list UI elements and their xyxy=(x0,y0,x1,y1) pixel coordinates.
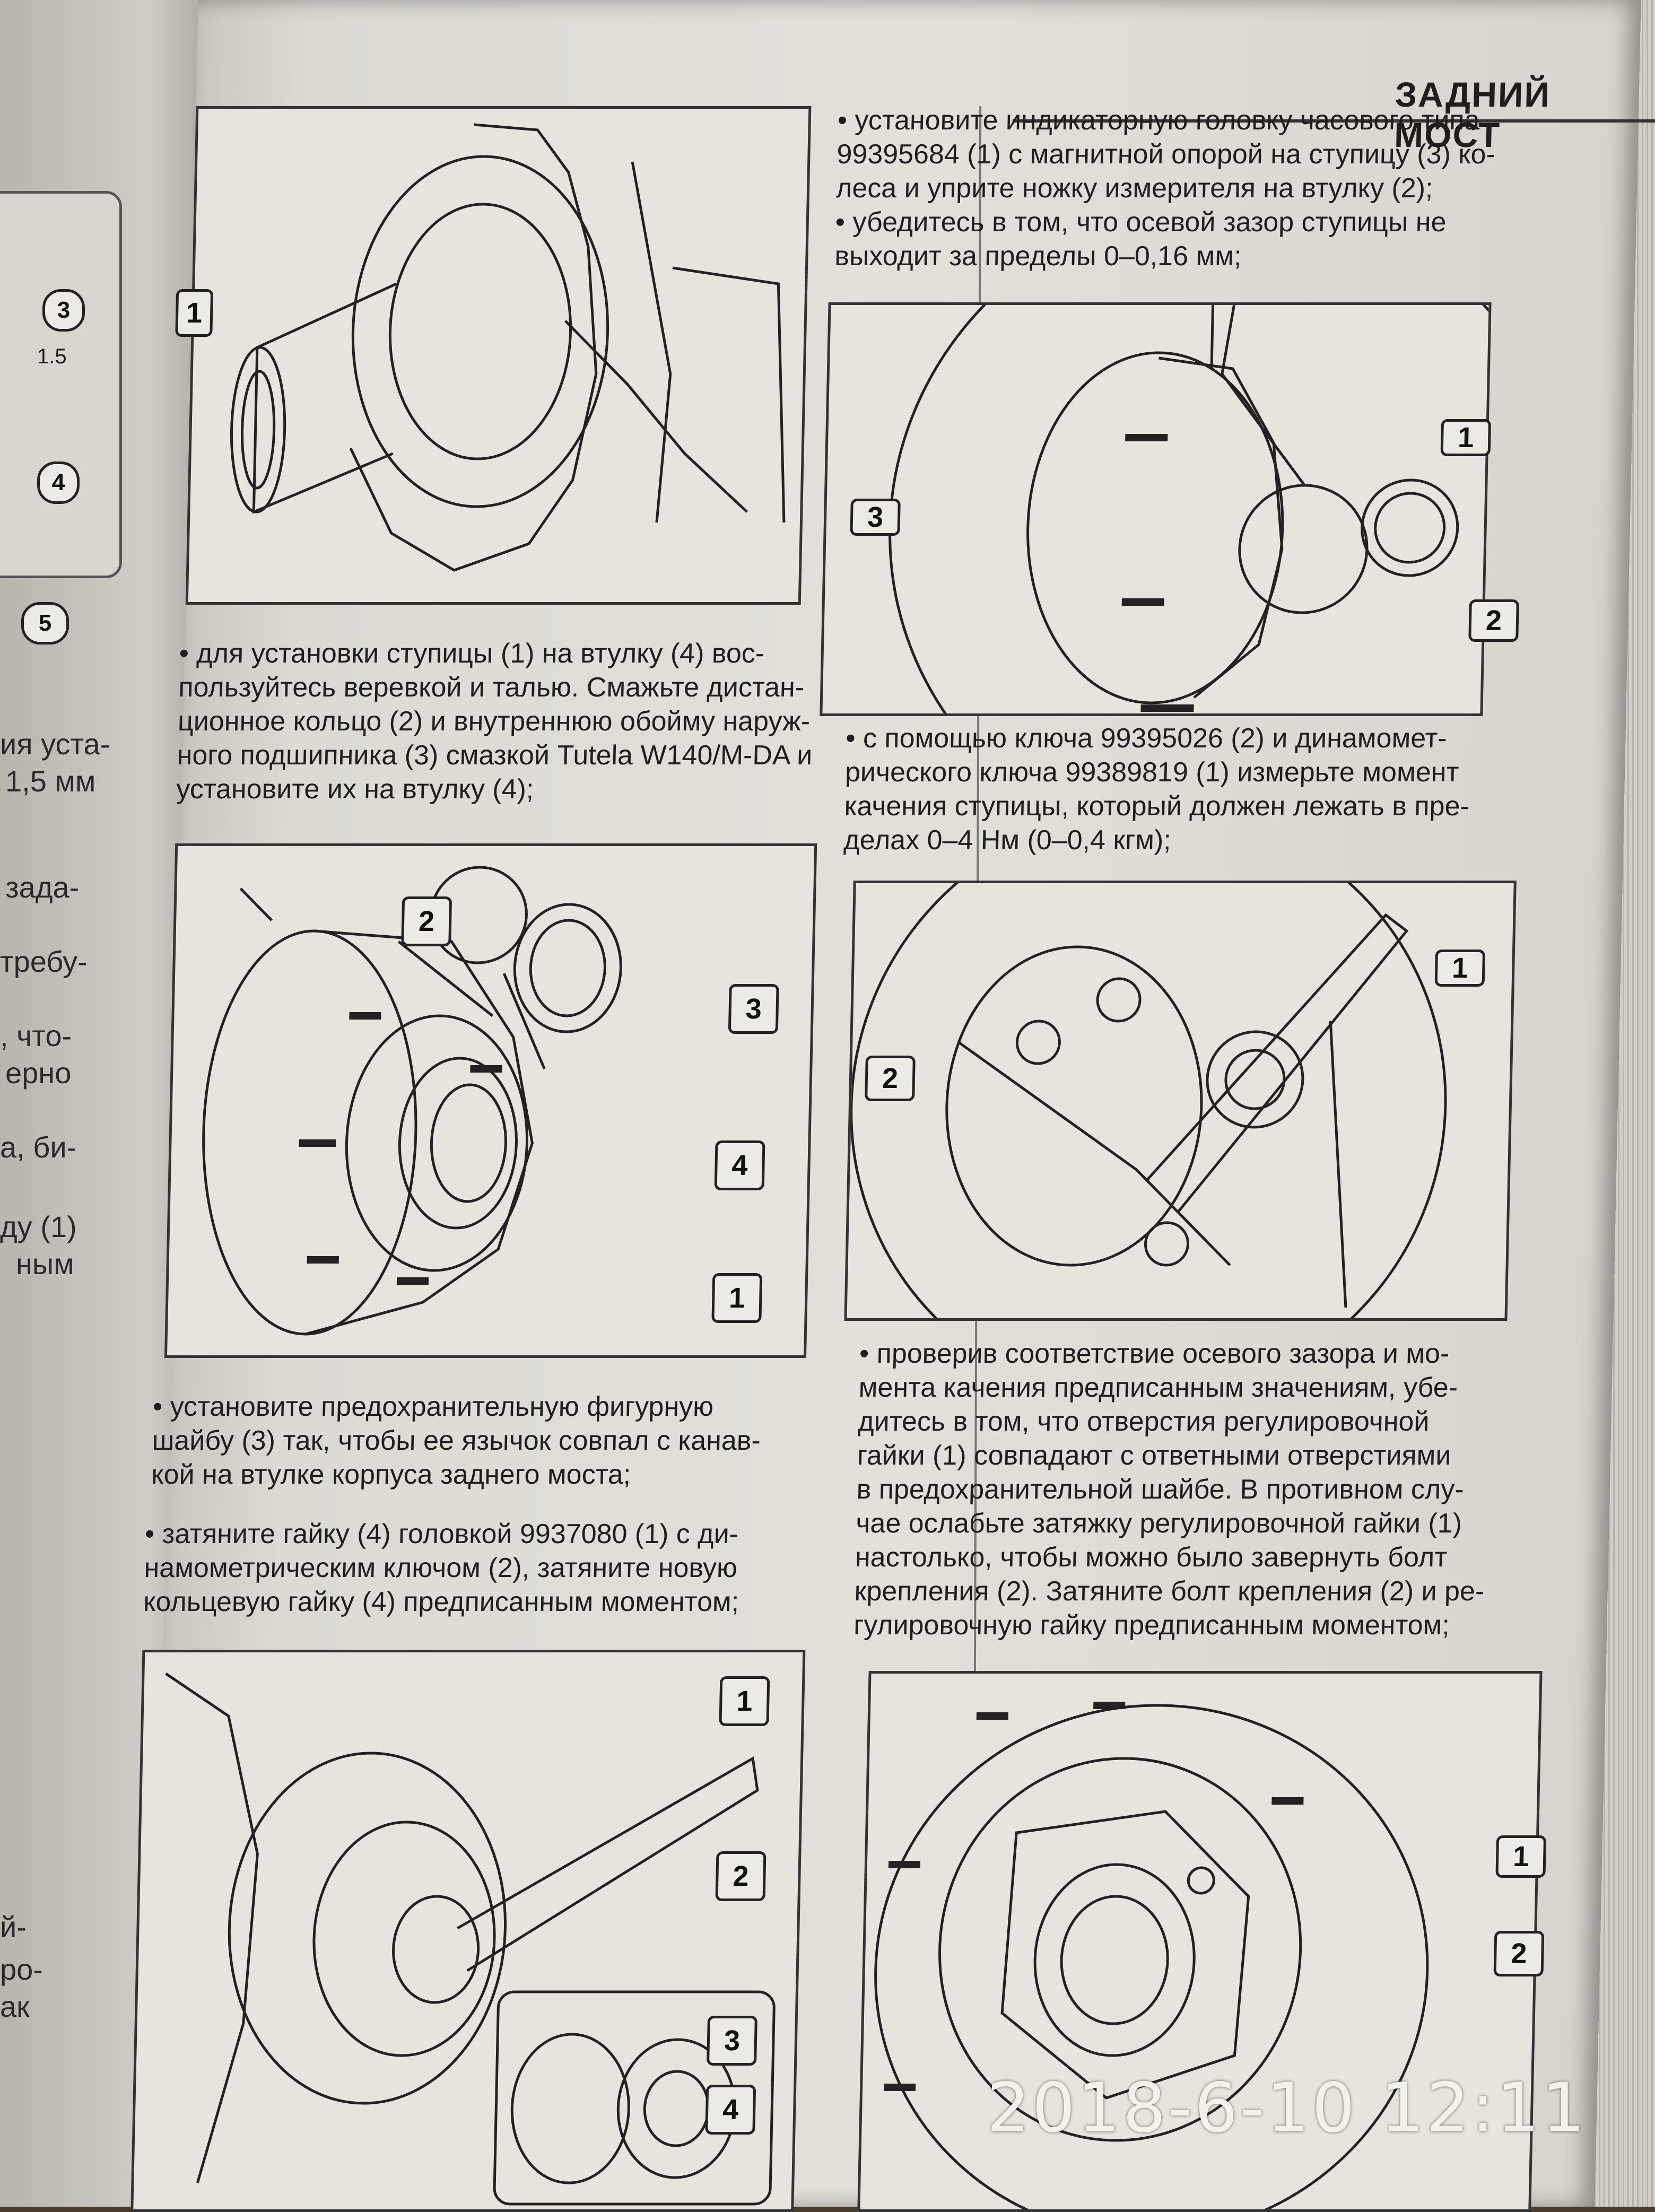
fig2-callout-3: 3 xyxy=(728,984,779,1034)
fig2-callout-2: 2 xyxy=(401,896,452,946)
fig3-callout-1: 1 xyxy=(719,1676,770,1726)
hub-sleeve-illustration xyxy=(230,123,786,572)
fig4-callout-3: 3 xyxy=(850,499,901,536)
fig3-callout-3: 3 xyxy=(707,2016,757,2066)
left-paragraph-2: • установите предохранительную фигурную … xyxy=(151,1391,761,1490)
left-paragraph-3: • затяните гайку (4) головкой 9937080 (1… xyxy=(143,1519,739,1617)
left-fragment: , что- xyxy=(0,1019,72,1052)
left-page-figure xyxy=(0,191,122,578)
figure-adjusting-nut xyxy=(857,1671,1543,2212)
left-fragment: ерно xyxy=(5,1056,72,1090)
torque-measurement-illustration xyxy=(850,883,1447,1318)
hub-bearing-illustration xyxy=(202,866,622,1336)
left-fragment: а, би- xyxy=(0,1130,77,1164)
left-fragment: ным xyxy=(16,1247,74,1281)
left-fragment: 1,5 мм xyxy=(5,764,96,798)
fig5-callout-1: 1 xyxy=(1434,950,1486,987)
figure-torque-wrench xyxy=(130,1650,806,2212)
fig6-callout-2: 2 xyxy=(1493,1931,1545,1976)
fig1-callout-1: 1 xyxy=(175,289,214,337)
right-paragraph-3: • проверив соответствие осевого зазора и… xyxy=(853,1338,1485,1641)
figure-torque-measurement xyxy=(844,881,1517,1321)
figure-hub-sleeve xyxy=(185,106,812,605)
left-fragment: ия уста- xyxy=(0,727,110,761)
manual-page: ЗАДНИЙ МОСТ 1 • для установки ступицы (1… xyxy=(130,0,1655,2212)
fig5-callout-2: 2 xyxy=(865,1056,916,1101)
fig4-callout-1: 1 xyxy=(1440,419,1492,456)
left-fragment: требу- xyxy=(0,945,88,978)
left-fragment: ду (1) xyxy=(0,1210,77,1243)
dial-indicator-illustration xyxy=(889,305,1489,713)
fig3-callout-2: 2 xyxy=(715,1851,766,1901)
fig3-callout-4: 4 xyxy=(705,2085,756,2135)
photo-timestamp: 2018-6-10 12:11 xyxy=(987,2069,1587,2148)
figure-hub-bearing xyxy=(164,843,817,1358)
fig4-callout-2: 2 xyxy=(1468,599,1519,642)
adjusting-nut-illustration xyxy=(874,1702,1429,2209)
left-callout-1-5: 1.5 xyxy=(37,345,67,368)
left-callout-3: 3 xyxy=(42,289,85,332)
left-fragment: ак xyxy=(0,1990,30,2023)
left-fragment: й- xyxy=(0,1910,27,1944)
left-fragment: зада- xyxy=(5,870,80,904)
left-fragment: ро- xyxy=(0,1953,43,1986)
left-callout-4: 4 xyxy=(37,461,80,504)
fig2-callout-1: 1 xyxy=(711,1273,763,1323)
figure-dial-indicator xyxy=(820,302,1492,716)
right-paragraph-1: • установите индикаторную головку часово… xyxy=(834,105,1496,272)
fig6-callout-1: 1 xyxy=(1495,1835,1547,1878)
fig2-callout-4: 4 xyxy=(714,1140,765,1190)
right-paragraph-2: • с помощью ключа 99395026 (2) и динамом… xyxy=(843,723,1470,856)
left-callout-5: 5 xyxy=(21,602,69,645)
torque-wrench-illustration xyxy=(165,1672,776,2206)
